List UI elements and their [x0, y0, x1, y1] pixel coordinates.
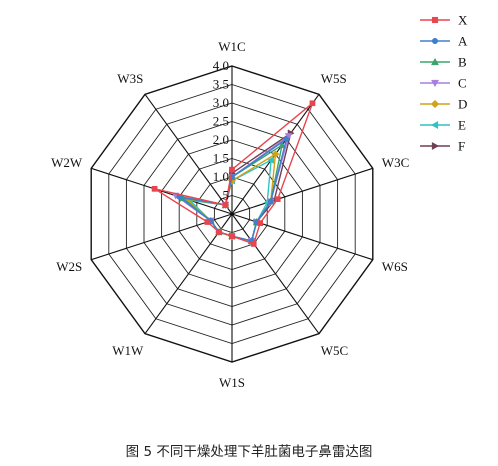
- axis-label: W5C: [321, 343, 348, 358]
- axis-spoke: [231, 167, 373, 215]
- data-point: [431, 37, 439, 45]
- tick-label: 1.5: [213, 151, 229, 166]
- data-point: [274, 196, 281, 202]
- data-point: [431, 141, 440, 151]
- tick-label: 3.5: [213, 77, 229, 92]
- data-point: [267, 156, 275, 164]
- data-point: [430, 120, 439, 130]
- data-point: [216, 229, 222, 235]
- legend-label: B: [458, 55, 467, 70]
- tick-label: 4.0: [213, 58, 229, 73]
- radar-series: [151, 100, 316, 247]
- tick-label: 2.5: [213, 114, 229, 129]
- data-point: [271, 150, 280, 159]
- data-point: [278, 141, 286, 149]
- axis-label: W1S: [219, 375, 245, 390]
- series-X: [151, 100, 316, 247]
- axis-label: W1W: [112, 343, 144, 358]
- axis-label: W3S: [117, 71, 143, 86]
- data-point: [283, 136, 290, 143]
- axis-spoke: [231, 213, 320, 335]
- data-point: [229, 166, 235, 173]
- data-point: [257, 220, 264, 226]
- legend-item: C: [420, 76, 467, 91]
- series-F: [179, 129, 295, 245]
- legend-label: F: [458, 139, 465, 154]
- data-point: [250, 241, 257, 247]
- axis-label: W5S: [321, 71, 347, 86]
- legend-item: B: [420, 55, 467, 70]
- tick-label: 1.0: [213, 169, 229, 184]
- data-point: [309, 100, 316, 107]
- legend-label: X: [458, 13, 468, 28]
- legend-item: F: [420, 139, 465, 154]
- legend-item: E: [420, 118, 466, 133]
- legend-label: A: [458, 34, 468, 49]
- axis-spoke: [144, 93, 233, 215]
- data-point: [430, 79, 440, 88]
- legend-item: D: [420, 97, 467, 112]
- axis-label: W3C: [382, 155, 409, 170]
- legend-label: C: [458, 76, 467, 91]
- data-point: [430, 57, 440, 66]
- axis-label: W2S: [56, 259, 82, 274]
- axis-label: W1C: [218, 39, 245, 54]
- legend-item: X: [420, 13, 468, 28]
- axis-labels: W1C W5S W3C W6S W5C W1S W1W W2S W2W W3S: [51, 39, 409, 390]
- data-point: [151, 185, 158, 192]
- legend-label: E: [458, 118, 466, 133]
- series-D: [182, 150, 280, 245]
- data-point: [267, 198, 274, 205]
- data-point: [222, 202, 229, 208]
- data-point: [430, 99, 440, 109]
- data-point: [431, 16, 439, 24]
- axis-label: W2W: [51, 155, 83, 170]
- radar-chart: W1C W5S W3C W6S W5C W1S W1W W2S W2W W3S .5 1.0 1.5 2…: [51, 13, 468, 391]
- tick-label: 3.0: [213, 95, 229, 110]
- legend-label: D: [458, 97, 467, 112]
- axis-spoke: [91, 167, 233, 215]
- tick-labels: .5 1.0 1.5 2.0 2.5 3.0 3.5 4.0: [213, 58, 229, 203]
- axis-label: W6S: [382, 259, 408, 274]
- tick-label: 2.0: [213, 132, 229, 147]
- data-point: [229, 233, 235, 240]
- data-point: [204, 219, 211, 225]
- tick-label: .5: [219, 188, 229, 203]
- legend-item: A: [420, 34, 468, 49]
- figure-caption: 图 5 不同干燥处理下羊肚菌电子鼻雷达图: [125, 444, 373, 460]
